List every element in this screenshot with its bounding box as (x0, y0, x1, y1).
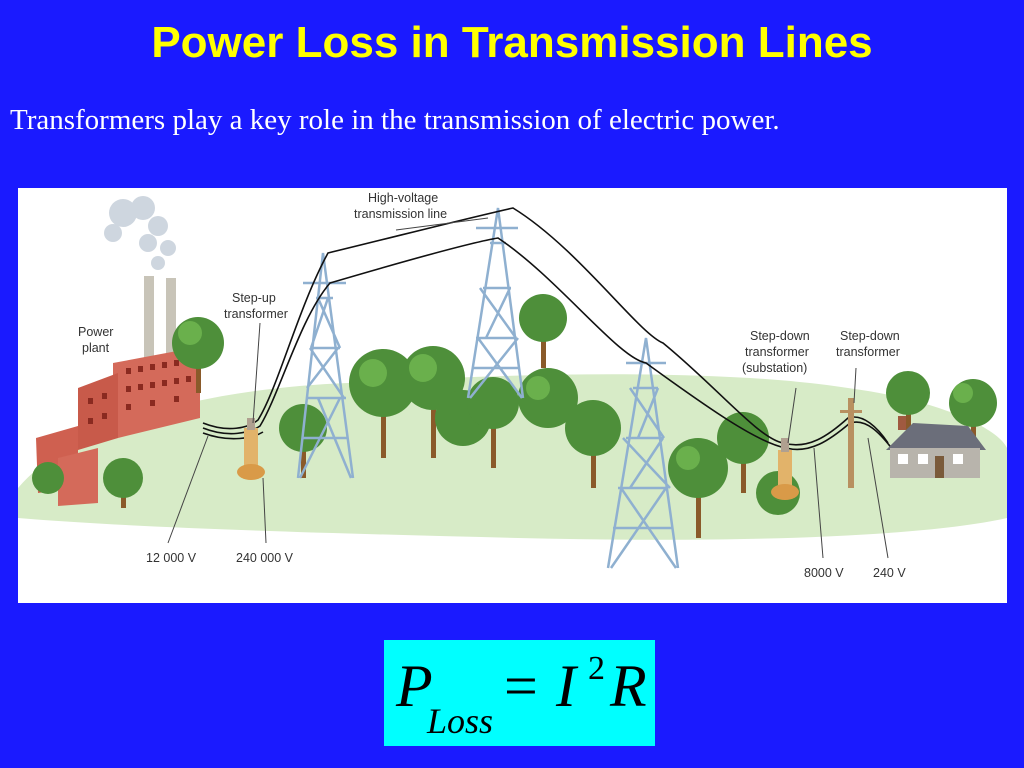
label-substation-line1: Step-down (750, 329, 810, 343)
label-power-plant-line1: Power (78, 325, 113, 339)
label-power-plant-line2: plant (82, 341, 110, 355)
step-up-transformer-icon (237, 418, 265, 480)
utility-pole-icon (840, 398, 862, 488)
formula-exponent: 2 (588, 650, 605, 687)
label-substation-line2: transformer (745, 345, 809, 359)
label-high-voltage-line2: transmission line (354, 207, 447, 221)
power-lines (202, 207, 894, 451)
slide-title: Power Loss in Transmission Lines (151, 18, 873, 67)
label-power-plant: Power plant (78, 325, 117, 355)
formula-r: R (610, 653, 647, 719)
voltage-plant: 12 000 V (146, 551, 197, 565)
voltage-house: 240 V (873, 566, 906, 580)
label-high-voltage: High-voltage transmission line (354, 191, 447, 221)
transmission-illustration: Power plant Step-up transformer High-vol… (18, 191, 1007, 580)
label-step-down: Step-down transformer (836, 329, 903, 359)
slide-subtitle: Transformers play a key role in the tran… (10, 104, 780, 136)
label-step-up-line1: Step-up (232, 291, 276, 305)
transmission-towers (296, 207, 680, 569)
voltage-line: 240 000 V (236, 551, 294, 565)
transmission-diagram: Power plant Step-up transformer High-vol… (18, 188, 1007, 603)
label-high-voltage-line1: High-voltage (368, 191, 438, 205)
formula-subscript: Loss (427, 701, 494, 741)
smoke-icon (104, 196, 176, 270)
label-step-down-line1: Step-down (840, 329, 900, 343)
label-step-down-substation: Step-down transformer (substation) (742, 329, 813, 375)
label-step-down-line2: transformer (836, 345, 900, 359)
power-loss-formula: P Loss = I 2 R (384, 640, 655, 746)
substation-transformer-icon (771, 438, 799, 500)
callout-lines (167, 217, 889, 559)
formula-equals: = (504, 653, 538, 719)
formula-i: I (556, 653, 576, 719)
label-step-up: Step-up transformer (224, 291, 288, 321)
label-step-up-line2: transformer (224, 307, 288, 321)
house-icon (886, 416, 986, 478)
formula-p: P (396, 653, 433, 719)
voltage-substation: 8000 V (804, 566, 844, 580)
label-substation-line3: (substation) (742, 361, 807, 375)
